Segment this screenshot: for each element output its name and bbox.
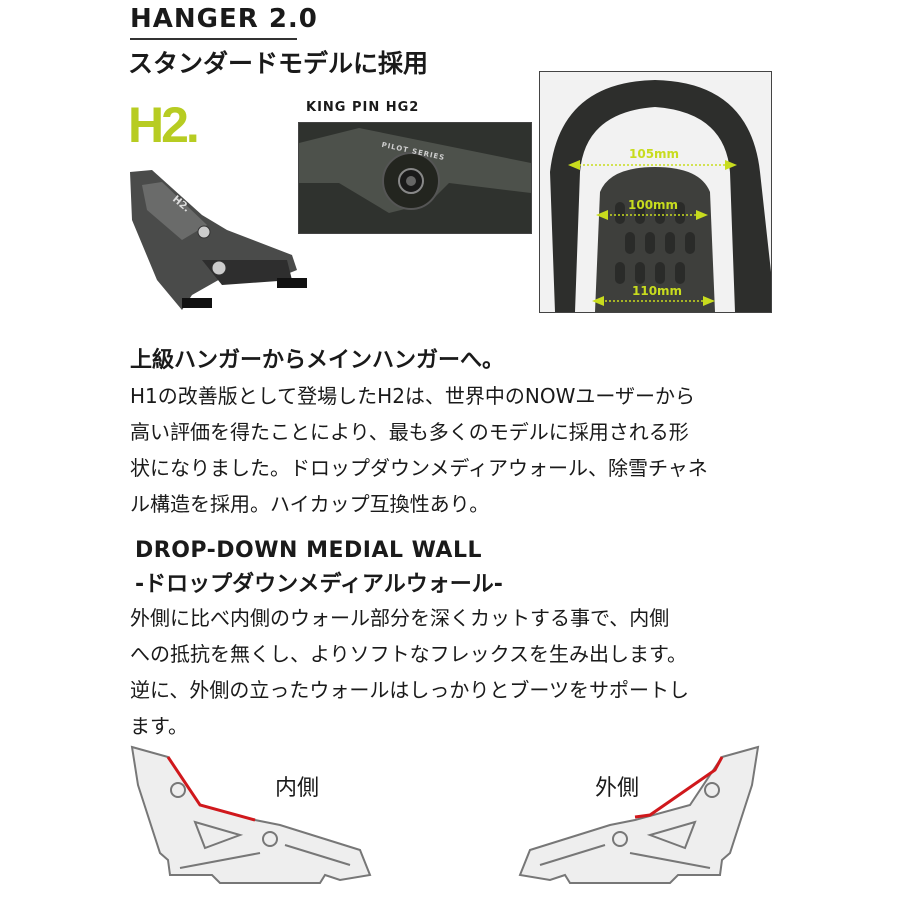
body-line: 外側に比べ内側のウォール部分を深くカットする事で、内側 (130, 606, 670, 630)
body-line: 逆に、外側の立ったウォールはしっかりとブーツをサポートし (130, 678, 689, 702)
body-line: 状になりました。ドロップダウンメディアウォール、除雪チャネ (130, 456, 708, 480)
hanger-product-image: H2. (130, 170, 307, 310)
measurement-100: 100mm (628, 198, 679, 212)
h2-logo: H2. (128, 97, 200, 153)
binding-footbed-image: 105mm 100mm 110mm (539, 71, 772, 313)
body-line: ます。 (130, 714, 188, 738)
body-line: ル構造を採用。ハイカップ互換性あり。 (130, 492, 490, 516)
measurement-110: 110mm (632, 284, 683, 298)
body-line: 高い評価を得たことにより、最も多くのモデルに採用される形 (130, 420, 689, 444)
title-underline (130, 38, 297, 40)
inner-side-diagram (131, 746, 371, 884)
section1-body: H1の改善版として登場したH2は、世界中のNOWユーザーから 高い評価を得たこと… (130, 378, 790, 522)
inner-side-label: 内側 (275, 776, 320, 801)
measurement-105: 105mm (629, 147, 680, 161)
outer-side-label: 外側 (595, 776, 640, 801)
section1-heading: 上級ハンガーからメインハンガーへ。 (130, 348, 505, 373)
king-pin-image: PILOT SERIES (298, 122, 532, 234)
outer-side-diagram (519, 746, 759, 884)
page-subtitle: スタンダードモデルに採用 (128, 49, 429, 78)
medial-wall-diagrams: 内側 外側 (120, 735, 780, 900)
section2-subheading: -ドロップダウンメディアルウォール- (135, 572, 503, 597)
king-pin-label: KING PIN HG2 (306, 100, 420, 115)
body-line: H1の改善版として登場したH2は、世界中のNOWユーザーから (130, 384, 696, 408)
body-line: への抵抗を無くし、よりソフトなフレックスを生み出します。 (130, 642, 687, 666)
section2-heading: DROP-DOWN MEDIAL WALL (135, 538, 482, 563)
page-title: HANGER 2.0 (130, 4, 318, 34)
section2-body: 外側に比べ内側のウォール部分を深くカットする事で、内側 への抵抗を無くし、よりソ… (130, 600, 790, 744)
